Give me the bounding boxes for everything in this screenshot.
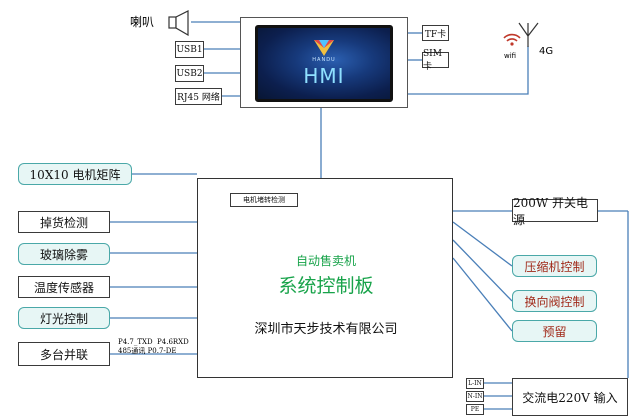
hmi-display: HANDU HMI (240, 17, 408, 108)
hmi-logo-icon (314, 40, 334, 56)
hmi-title: HMI (303, 64, 345, 88)
module-temperature-sensor: 温度传感器 (18, 276, 110, 298)
board-title: 系统控制板 (278, 275, 374, 297)
wifi-icon (503, 33, 521, 46)
comm-pins-label: P4.7_TXD P4.6RXD (118, 338, 189, 346)
antenna-icon (518, 22, 539, 47)
hmi-brand-text: HANDU (312, 57, 336, 63)
wifi-label: wifi (504, 52, 517, 60)
port-rj45: RJ45 网络 (175, 88, 222, 105)
main-control-board: 电机堵转检测 自动售卖机 系统控制板 深圳市天步技术有限公司 (197, 178, 453, 378)
company-name: 深圳市天步技术有限公司 (254, 322, 398, 337)
module-motor-matrix: 10X10 电机矩阵 (18, 163, 132, 185)
port-sim-card: SIM 卡 (422, 49, 449, 72)
comm-485-label: 485通讯 P0.7-DE (118, 347, 177, 355)
pin-pe: PE (466, 404, 484, 415)
module-reserved: 预留 (512, 320, 597, 342)
port-usb2: USB2 (175, 65, 204, 82)
antenna-label: 4G (539, 46, 554, 57)
motor-stall-detection: 电机堵转检测 (230, 193, 298, 207)
module-multi-parallel: 多台并联 (18, 342, 110, 366)
ac-input: 交流电220V 输入 (512, 378, 628, 416)
power-supply: 200W 开关电源 (512, 196, 598, 227)
speaker-label: 喇叭 (130, 15, 155, 29)
port-usb1: USB1 (175, 41, 204, 58)
port-tf-card: TF卡 (422, 25, 449, 41)
pin-n-in: N-IN (466, 391, 484, 402)
hmi-screen: HANDU HMI (255, 25, 393, 102)
module-light-control: 灯光控制 (18, 307, 110, 329)
module-glass-defog: 玻璃除雾 (18, 243, 110, 265)
speaker-icon (168, 10, 189, 36)
pin-l-in: L-IN (466, 378, 484, 389)
module-reversing-valve: 换向阀控制 (512, 290, 597, 312)
module-drop-detection: 掉货检测 (18, 211, 110, 233)
board-subtitle: 自动售卖机 (295, 254, 356, 268)
module-compressor-control: 压缩机控制 (512, 255, 597, 277)
